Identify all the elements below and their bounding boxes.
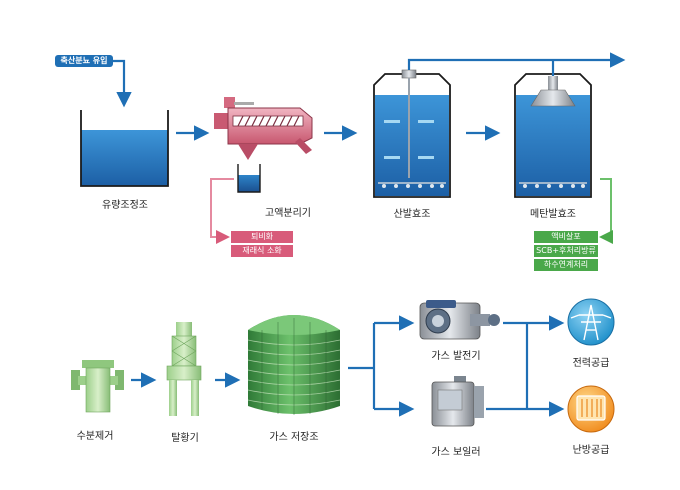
label-solid-liquid-separator: 고액분리기 bbox=[265, 208, 311, 219]
moisture-remover bbox=[71, 360, 124, 413]
methane-fermentation-tank bbox=[514, 73, 592, 198]
inflow-arrow bbox=[113, 59, 132, 108]
liquid-output-spraying: 액비살포 bbox=[534, 231, 598, 243]
branch-storage-out bbox=[348, 315, 415, 417]
liquid-output-sewer-treatment: 하수연계처리 bbox=[534, 259, 598, 271]
label-heating-supply: 난방공급 bbox=[572, 445, 610, 456]
gas-storage-tank bbox=[247, 315, 341, 415]
branch-to-supplies bbox=[486, 315, 565, 417]
gas-boiler bbox=[431, 376, 484, 427]
acid-fermentation-tank bbox=[373, 69, 451, 198]
solid-output-composting: 퇴비화 bbox=[231, 231, 293, 243]
gas-generator bbox=[419, 300, 500, 340]
label-gas-boiler: 가스 보일러 bbox=[431, 447, 481, 458]
equalization-tank bbox=[80, 110, 169, 187]
desulfurizer bbox=[166, 322, 202, 416]
label-methane-fermentation-tank: 메탄발효조 bbox=[530, 209, 576, 220]
label-equalization-tank: 유량조정조 bbox=[102, 200, 148, 211]
label-gas-storage-tank: 가스 저장조 bbox=[269, 432, 319, 443]
label-power-supply: 전력공급 bbox=[572, 358, 610, 369]
inflow-label: 축산분뇨 유입 bbox=[55, 55, 113, 67]
solid-liquid-separator bbox=[214, 97, 313, 160]
label-moisture-removal: 수분제거 bbox=[76, 431, 114, 442]
label-acid-fermentation-tank: 산발효조 bbox=[393, 209, 431, 220]
gas-outlet-line bbox=[407, 52, 626, 76]
solid-output-conventional-digestion: 재래식 소화 bbox=[231, 245, 293, 257]
cake-bucket bbox=[237, 164, 261, 193]
label-desulfurizer: 탈황기 bbox=[171, 433, 199, 444]
transmission-tower-icon bbox=[567, 298, 615, 346]
solid-route-line bbox=[210, 178, 234, 244]
liquid-route-line bbox=[599, 178, 613, 244]
label-gas-generator: 가스 발전기 bbox=[431, 351, 481, 362]
radiator-icon bbox=[567, 385, 615, 433]
liquid-output-scb-discharge: SCB+후처리방류 bbox=[534, 245, 598, 257]
